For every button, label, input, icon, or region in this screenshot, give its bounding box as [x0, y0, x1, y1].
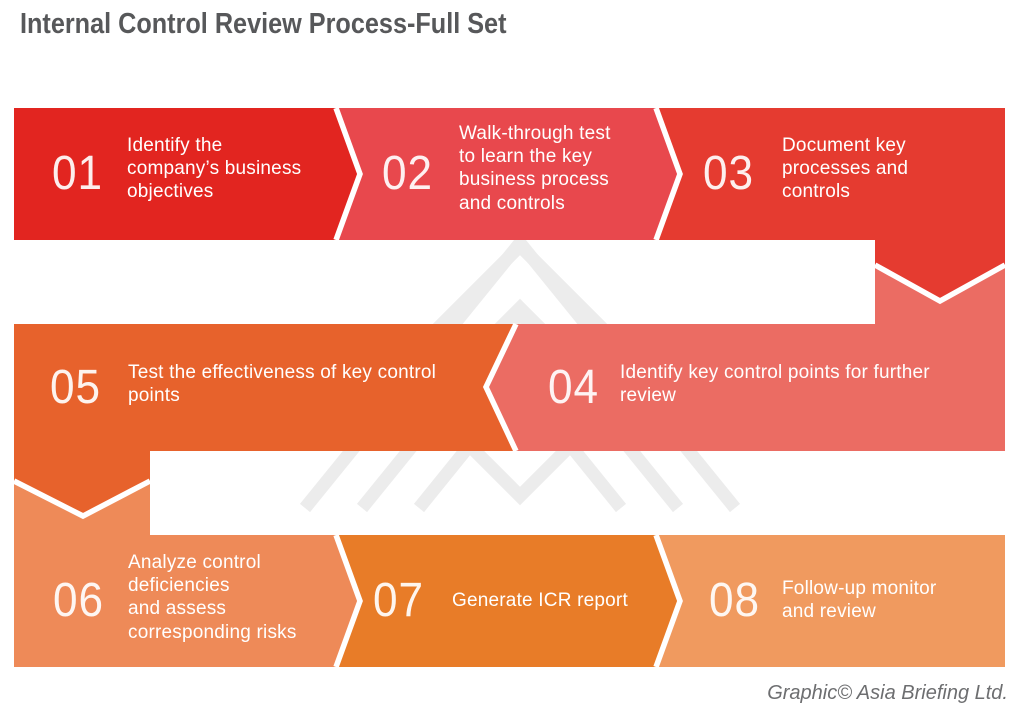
separator-02-03 — [653, 107, 683, 241]
separator-07-08 — [653, 534, 683, 668]
step-04-number: 04 — [548, 361, 599, 414]
step-02-chevron — [336, 108, 680, 240]
step-01-chevron — [14, 108, 360, 240]
step-05-number: 05 — [50, 361, 101, 414]
step-03-chevron — [656, 108, 1005, 301]
separator-06-07 — [333, 534, 363, 668]
step-07-text: Generate ICR report — [452, 590, 628, 611]
graphic-credit: Graphic© Asia Briefing Ltd. — [767, 682, 1008, 704]
step-07-number: 07 — [373, 574, 424, 627]
step-06-chevron — [14, 481, 360, 667]
separator-01-02 — [333, 107, 363, 241]
step-08-number: 08 — [709, 574, 760, 627]
separator-03-04 — [873, 262, 1007, 305]
step-08-chevron — [656, 535, 1005, 667]
separator-04-05 — [482, 322, 519, 453]
step-01-text: Identify the company’s business objectiv… — [127, 135, 302, 203]
step-03-text: Document key processes and controls — [782, 135, 909, 203]
step-04-chevron — [486, 265, 1005, 451]
separator-05-06 — [12, 478, 152, 520]
step-05-chevron — [14, 324, 516, 516]
step-03-number: 03 — [703, 147, 754, 200]
step-04-text: Identify key control points for further … — [620, 362, 930, 407]
step-08-text: Follow-up monitor and review — [782, 578, 937, 623]
step-02-text: Walk-through test to learn the key busin… — [459, 123, 611, 214]
step-01-number: 01 — [52, 147, 103, 200]
step-02-number: 02 — [382, 147, 433, 200]
step-07-chevron — [336, 535, 680, 667]
step-06-number: 06 — [53, 574, 104, 627]
chevron-separators — [12, 107, 1007, 668]
step-06-text: Analyze control deficiencies and assess … — [128, 552, 297, 643]
page-title: Internal Control Review Process-Full Set — [20, 8, 507, 40]
step-05-text: Test the effectiveness of key control po… — [128, 362, 437, 407]
